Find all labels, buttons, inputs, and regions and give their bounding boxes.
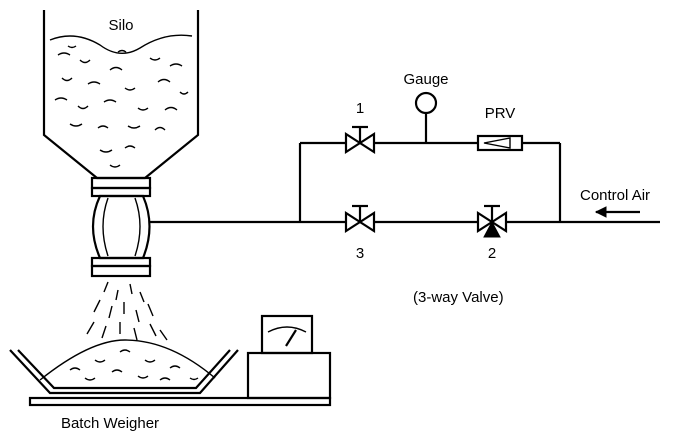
weigher-indicator-box	[246, 351, 332, 400]
gauge-label: Gauge	[403, 71, 448, 88]
silo-label: Silo	[108, 17, 133, 34]
control-air-arrow: Control Air	[580, 187, 650, 218]
valve-2-label: 2	[488, 245, 496, 262]
control-air-label: Control Air	[580, 187, 650, 204]
valve-1: 1	[344, 100, 376, 155]
valve-1-label: 1	[356, 100, 364, 117]
silo-material	[54, 45, 189, 168]
batch-weigher: Batch Weigher	[9, 314, 332, 432]
material-stream	[86, 281, 168, 341]
valve-2: 2	[476, 204, 508, 262]
valve-3-label: 3	[356, 245, 364, 262]
batch-weigher-label: Batch Weigher	[61, 415, 159, 432]
pinch-valve	[90, 176, 152, 278]
prv-label: PRV	[485, 105, 516, 122]
piping	[150, 141, 660, 224]
prv: PRV	[476, 105, 524, 152]
weigher-dial	[260, 314, 314, 355]
gauge: Gauge	[403, 71, 449, 143]
silo: Silo	[42, 10, 200, 180]
valve-3: 3	[344, 204, 376, 262]
three-way-valve-label: (3-way Valve)	[413, 289, 504, 306]
